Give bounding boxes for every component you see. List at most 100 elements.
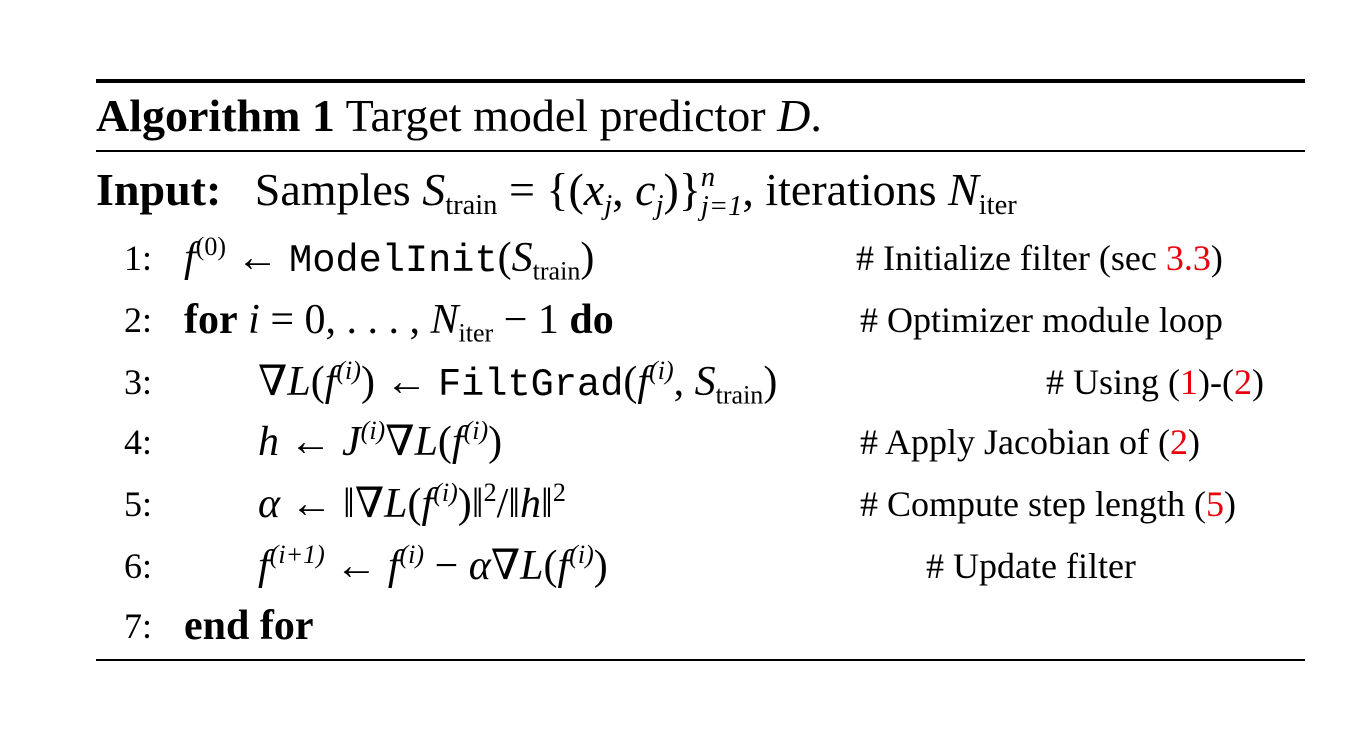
sym-f: f	[387, 543, 400, 589]
comment-close: )	[1210, 238, 1223, 278]
algorithm-line-2: 2: for i = 0, . . . , Niter − 1 do # Opt…	[0, 290, 1371, 350]
line-comment: # Initialize filter (sec 3.3)	[856, 228, 1223, 288]
input-upper: n	[700, 162, 716, 194]
comment-text: # Initialize filter (sec	[856, 238, 1166, 278]
slash: /‖	[496, 481, 521, 527]
comment-close: )	[1251, 362, 1264, 402]
kw-do: do	[569, 297, 614, 343]
comment-text: # Compute step length (	[860, 484, 1206, 524]
norm-close: )‖	[457, 481, 484, 527]
sup: (i)	[336, 355, 361, 385]
sym-j: J	[342, 419, 361, 465]
paren: (	[310, 359, 325, 405]
sym-alpha: α	[258, 481, 281, 527]
arrow: ←	[324, 543, 388, 589]
paren: )	[488, 419, 503, 465]
sup: (i)	[649, 355, 674, 385]
comment-text: # Using (	[1046, 362, 1180, 402]
input-iter-word: , iterations	[742, 164, 937, 215]
line-code: α ← ‖∇L(f(i))‖2/‖h‖2	[258, 474, 566, 534]
sup: 2	[552, 477, 566, 507]
input-samples-word: Samples	[254, 164, 411, 215]
algorithm-label: Algorithm 1	[96, 90, 335, 141]
sub: iter	[458, 318, 494, 348]
line-number: 3:	[124, 362, 153, 402]
line-number: 4:	[124, 422, 153, 462]
comment-text: # Apply Jacobian of (	[860, 422, 1170, 462]
arrow: ← ‖∇	[280, 481, 385, 527]
sup: (i)	[399, 539, 425, 569]
line-number: 1:	[124, 238, 153, 278]
algorithm-line-3: 3: ∇L(f(i)) ← FiltGrad(f(i), Strain) # U…	[0, 352, 1371, 412]
minus: − 1	[493, 297, 570, 343]
sym-i: i	[248, 297, 260, 343]
sym-h: h	[520, 481, 542, 527]
arrow: ←	[279, 419, 342, 465]
caption-rule	[96, 150, 1305, 152]
comma: ,	[673, 359, 695, 405]
input-n-sub: iter	[978, 190, 1017, 222]
paren: (	[437, 419, 452, 465]
paren: (	[623, 359, 638, 405]
line-number: 5:	[124, 484, 153, 524]
sym-s: S	[511, 235, 533, 281]
sub: train	[715, 380, 764, 410]
input-x: x	[583, 164, 605, 215]
line-code: h ← J(i)∇L(f(i))	[258, 412, 502, 472]
sym-f: f	[421, 481, 434, 527]
sym-l: L	[520, 543, 544, 589]
algorithm-title: Target model predictor	[345, 90, 766, 141]
sym-f: f	[451, 419, 464, 465]
sym-s: S	[694, 359, 716, 405]
algorithm-line-6: 6: f(i+1) ← f(i) − α∇L(f(i)) # Update fi…	[0, 536, 1371, 596]
algorithm-symbol: D	[777, 90, 811, 141]
line-number: 7:	[124, 606, 153, 646]
top-rule	[96, 79, 1305, 83]
paren: (	[407, 481, 422, 527]
sym-l: L	[287, 359, 311, 405]
sym-h: h	[258, 419, 279, 465]
fn-modelinit: ModelInit	[289, 239, 498, 283]
ref-link[interactable]: 5	[1205, 484, 1224, 524]
input-c-sub: j	[655, 190, 664, 222]
sup: 2	[483, 477, 497, 507]
input-label: Input:	[96, 164, 222, 215]
ref-link[interactable]: 2	[1233, 362, 1252, 402]
sup: (0)	[195, 231, 227, 261]
algorithm-line-1: 1: f(0) ← ModelInit(Strain) # Initialize…	[0, 228, 1371, 288]
line-code: f(i+1) ← f(i) − α∇L(f(i))	[258, 536, 608, 596]
line-comment: # Optimizer module loop	[860, 300, 1223, 340]
input-close: )}	[663, 164, 701, 215]
sym-l: L	[384, 481, 408, 527]
paren: )	[593, 543, 608, 589]
comment-close: )	[1223, 484, 1236, 524]
input-comma: ,	[612, 164, 636, 215]
sup: (i)	[569, 539, 594, 569]
sup: (i)	[463, 415, 489, 445]
ref-link[interactable]: 2	[1169, 422, 1188, 462]
input-x-sub: j	[604, 190, 613, 222]
algorithm-line-4: 4: h ← J(i)∇L(f(i)) # Apply Jacobian of …	[0, 412, 1371, 472]
kw-for: for	[184, 297, 238, 343]
line-code: for i = 0, . . . , Niter − 1 do	[184, 290, 614, 350]
input-c: c	[635, 164, 656, 215]
nabla: ∇	[490, 543, 521, 589]
ref-link[interactable]: 3.3	[1165, 238, 1211, 278]
arrow: ←	[226, 235, 290, 281]
ref-link[interactable]: 1	[1180, 362, 1198, 402]
sym-f: f	[557, 543, 570, 589]
input-eq: = {(	[508, 164, 584, 215]
input-lower: j=1	[700, 190, 743, 222]
arrow: ←	[374, 359, 438, 405]
minus: −	[424, 543, 469, 589]
input-s-sub: train	[445, 190, 498, 222]
algorithm-caption: Algorithm 1 Target model predictor D.	[96, 86, 822, 146]
nabla: ∇	[258, 359, 288, 405]
sup: (i)	[433, 477, 458, 507]
input-s: S	[422, 164, 446, 215]
paren: )	[360, 359, 375, 405]
algorithm-line-5: 5: α ← ‖∇L(f(i))‖2/‖h‖2 # Compute step l…	[0, 474, 1371, 534]
line-number: 2:	[124, 300, 153, 340]
line-comment: # Apply Jacobian of (2)	[860, 412, 1200, 472]
comment-mid: )-(	[1198, 362, 1234, 402]
